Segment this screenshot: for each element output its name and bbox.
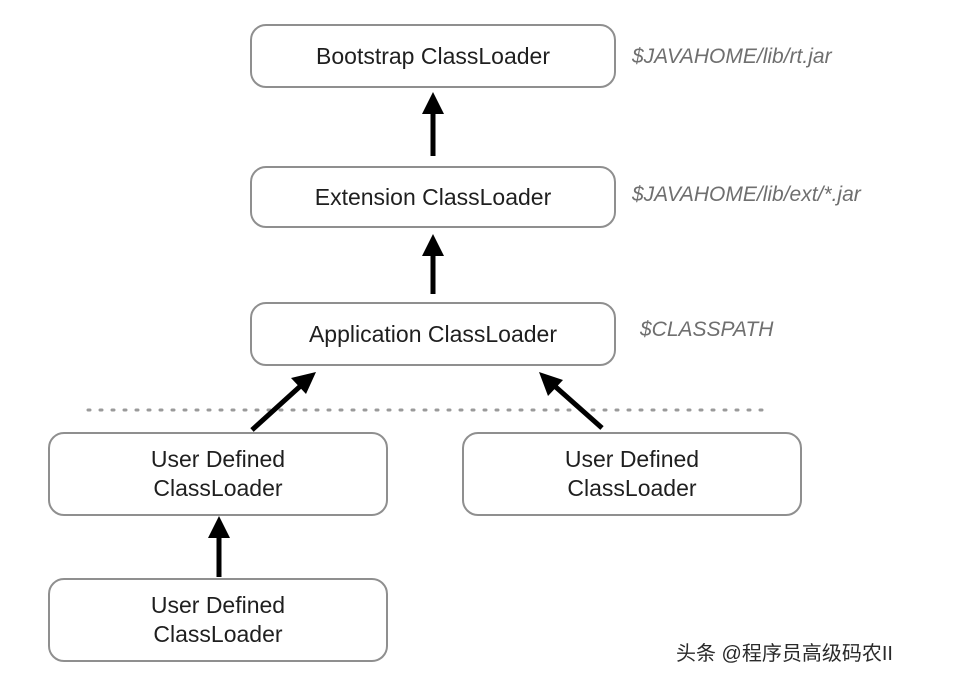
bootstrap-classloader-node: Bootstrap ClassLoader <box>250 24 616 88</box>
extension-classloader-label: Extension ClassLoader <box>314 183 552 210</box>
user-defined-right-line1: User Defined <box>564 446 700 472</box>
arrow-user-right-to-application <box>547 379 604 430</box>
arrowhead-user-right-to-application <box>539 372 563 396</box>
arrowhead-application-to-extension <box>422 234 444 256</box>
bootstrap-path-label: $JAVAHOME/lib/rt.jar <box>632 45 832 68</box>
application-classloader-node: Application ClassLoader <box>250 302 616 366</box>
user-defined-right-line2: ClassLoader <box>567 475 697 501</box>
application-classloader-label: Application ClassLoader <box>308 320 558 347</box>
arrow-user-left-to-application <box>250 379 308 432</box>
arrowhead-user-left-to-application <box>291 372 316 394</box>
application-path-label: $CLASSPATH <box>640 318 774 341</box>
user-defined-left-line2: ClassLoader <box>153 475 283 501</box>
user-defined-classloader-bottom-node: User Defined ClassLoader <box>48 578 388 662</box>
user-defined-bottom-line1: User Defined <box>150 592 286 618</box>
user-defined-left-line1: User Defined <box>150 446 286 472</box>
user-defined-bottom-line2: ClassLoader <box>153 621 283 647</box>
arrowhead-user-bottom-to-user-left <box>208 516 230 538</box>
extension-path-label: $JAVAHOME/lib/ext/*.jar <box>632 183 861 206</box>
user-defined-classloader-right-node: User Defined ClassLoader <box>462 432 802 516</box>
extension-classloader-node: Extension ClassLoader <box>250 166 616 228</box>
user-defined-classloader-left-node: User Defined ClassLoader <box>48 432 388 516</box>
bootstrap-classloader-label: Bootstrap ClassLoader <box>316 42 550 69</box>
watermark-text: 头条 @程序员高级码农II <box>676 643 893 665</box>
arrowhead-extension-to-bootstrap <box>422 92 444 114</box>
